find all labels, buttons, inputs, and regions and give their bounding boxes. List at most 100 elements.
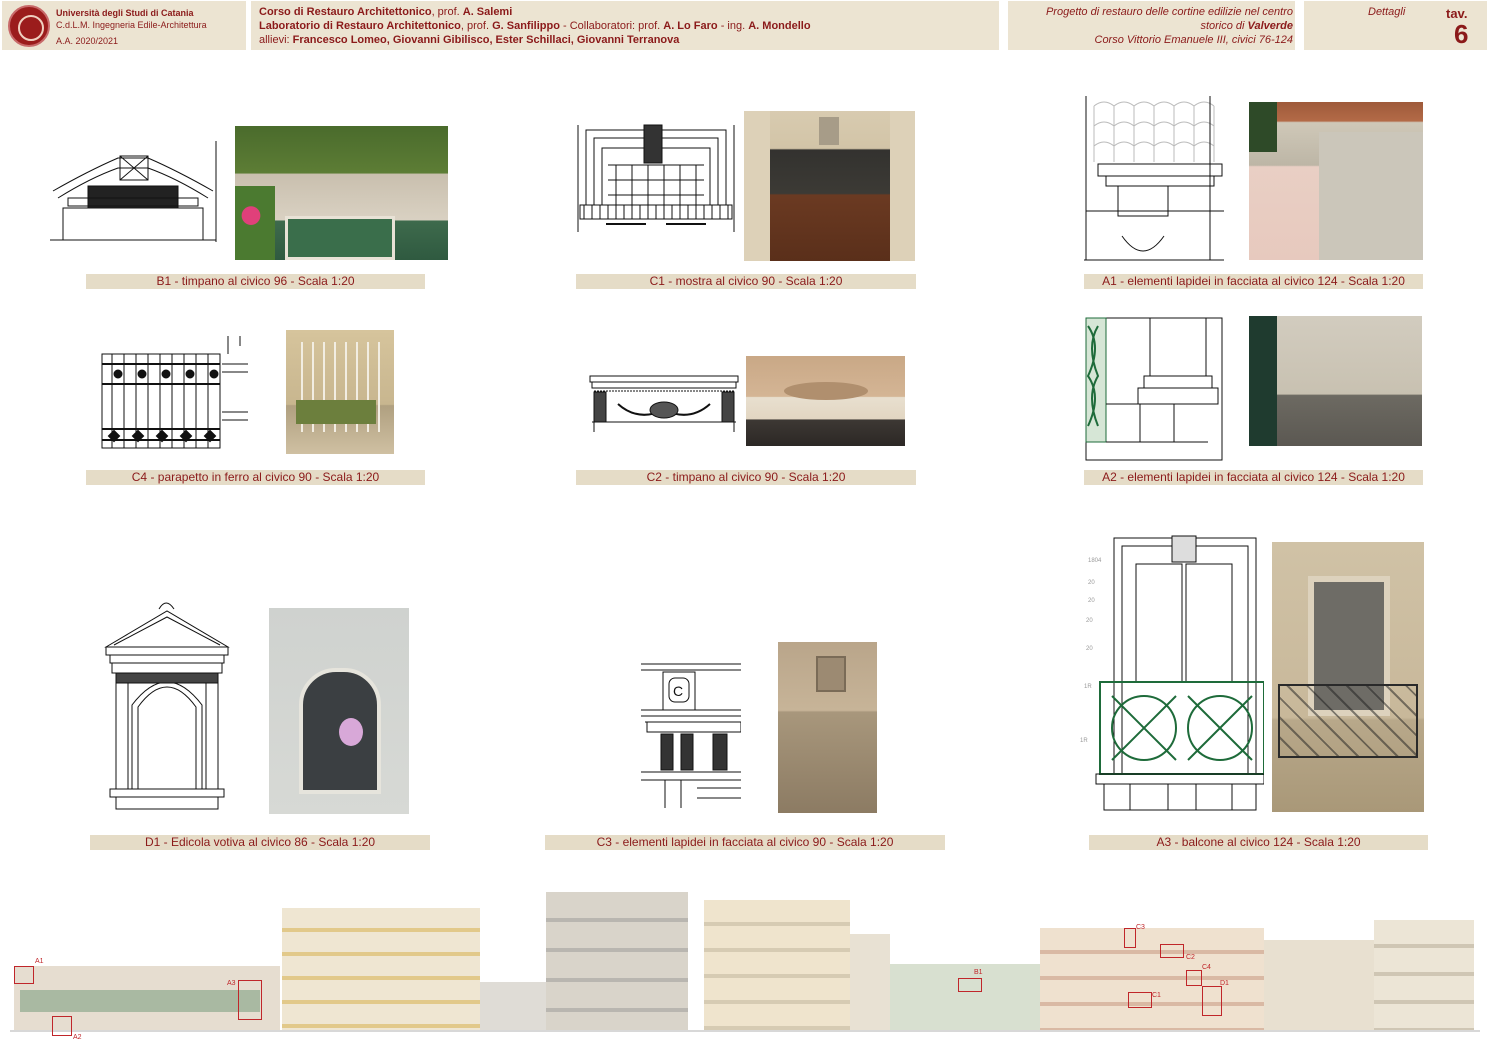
marker-a2 — [52, 1016, 72, 1036]
marker-c2 — [1160, 944, 1184, 958]
project-town: Valverde — [1247, 20, 1293, 32]
marker-label-a2: A2 — [73, 1034, 82, 1041]
collab-name-1: A. Lo Faro — [663, 20, 718, 32]
course-title: Corso di Restauro Architettonico — [259, 6, 432, 18]
degree-course: C.d.L.M. Ingegneria Edile-Architettura — [56, 20, 207, 30]
building-6 — [850, 934, 890, 1030]
d1-photo-flowers — [339, 718, 363, 746]
course-line: Corso di Restauro Architettonico, prof. … — [259, 6, 512, 18]
c1-photo — [744, 111, 915, 261]
a2-photo-railing — [1249, 316, 1277, 446]
c1-photo-frame-right — [890, 111, 915, 261]
b1-drawing — [48, 136, 218, 246]
c4-drawing — [100, 334, 250, 454]
project-line-3: Corso Vittorio Emanuele III, civici 76-1… — [1094, 34, 1294, 46]
b1-photo — [235, 126, 448, 260]
lab-prof-name: G. Sanfilippo — [492, 20, 560, 32]
marker-b1 — [958, 978, 982, 992]
a3-photo — [1272, 542, 1424, 812]
svg-text:20: 20 — [1088, 580, 1095, 586]
c2-photo-garland — [784, 382, 868, 400]
caption-b1: B1 - timpano al civico 96 - Scala 1:20 — [86, 274, 425, 289]
svg-text:20: 20 — [1086, 646, 1093, 652]
marker-a3 — [238, 980, 262, 1020]
header-sheet: Dettagli tav. 6 — [1304, 1, 1487, 50]
university-seal-logo — [8, 5, 50, 47]
building-3 — [480, 982, 546, 1030]
street-elevation: A1 A2 A3 B1 C3 C2 C4 C1 D1 — [0, 880, 1490, 1053]
marker-label-c4: C4 — [1202, 964, 1211, 971]
course-prof-label: , prof. — [431, 6, 463, 18]
collab-label: - Collaboratori: prof. — [559, 20, 664, 32]
university-name: Università degli Studi di Catania — [56, 8, 194, 18]
marker-c1 — [1128, 992, 1152, 1008]
caption-d1: D1 - Edicola votiva al civico 86 - Scala… — [90, 835, 430, 850]
students-line: allievi: Francesco Lomeo, Giovanni Gibil… — [259, 34, 679, 46]
c2-drawing — [588, 374, 740, 438]
marker-label-c1: C1 — [1152, 992, 1161, 999]
students-names: Francesco Lomeo, Giovanni Gibilisco, Est… — [292, 34, 680, 46]
a1-photo-pilaster — [1319, 132, 1423, 260]
section-label: Dettagli — [1368, 6, 1406, 18]
svg-text:C: C — [673, 683, 683, 699]
caption-a2: A2 - elementi lapidei in facciata al civ… — [1084, 470, 1423, 485]
building-7 — [890, 964, 1042, 1030]
marker-label-c2: C2 — [1186, 954, 1195, 961]
academic-year: A.A. 2020/2021 — [56, 36, 119, 46]
header-project: Progetto di restauro delle cortine edili… — [1008, 1, 1295, 50]
caption-c4: C4 - parapetto in ferro al civico 90 - S… — [86, 470, 425, 485]
building-8 — [1040, 928, 1264, 1030]
marker-label-c3: C3 — [1136, 924, 1145, 931]
a2-drawing — [1084, 316, 1224, 462]
marker-label-a1: A1 — [35, 958, 44, 965]
c4-photo-plants — [296, 400, 376, 424]
a1-drawing — [1084, 96, 1226, 262]
course-prof-name: A. Salemi — [462, 6, 513, 18]
svg-text:1804: 1804 — [1088, 558, 1102, 564]
building-1-vegetation — [20, 990, 260, 1012]
a3-drawing: 1804 20 20 20 20 1R 1R — [1072, 534, 1265, 814]
marker-a1 — [14, 966, 34, 984]
c3-photo-shield — [816, 656, 846, 692]
building-9 — [1264, 940, 1374, 1030]
caption-c3: C3 - elementi lapidei in facciata al civ… — [545, 835, 945, 850]
caption-c2: C2 - timpano al civico 90 - Scala 1:20 — [576, 470, 916, 485]
b1-photo-window — [285, 216, 395, 260]
project-line-2: storico di Valverde — [1200, 20, 1293, 32]
marker-d1 — [1202, 986, 1222, 1016]
tav-number: 6 — [1454, 19, 1469, 49]
svg-text:1R: 1R — [1084, 684, 1092, 690]
c1-photo-keystone — [819, 117, 839, 145]
a1-photo — [1249, 102, 1423, 260]
caption-a3: A3 - balcone al civico 124 - Scala 1:20 — [1089, 835, 1428, 850]
marker-c3 — [1124, 928, 1136, 948]
lab-prof-label: , prof. — [460, 20, 493, 32]
building-10 — [1374, 920, 1474, 1030]
d1-drawing — [104, 597, 230, 815]
c2-photo — [746, 356, 905, 446]
svg-text:20: 20 — [1088, 598, 1095, 604]
lab-line: Laboratorio di Restauro Architettonico, … — [259, 20, 811, 32]
project-town-prefix: storico di — [1200, 20, 1248, 32]
lab-title: Laboratorio di Restauro Architettonico — [259, 20, 461, 32]
c3-photo — [778, 642, 877, 813]
c3-drawing: C — [641, 662, 742, 808]
b1-photo-flowers — [235, 186, 275, 260]
header-institution: Università degli Studi di Catania C.d.L.… — [2, 1, 246, 50]
marker-label-a3: A3 — [227, 980, 236, 987]
tav-label: tav. — [1446, 6, 1468, 21]
building-4 — [546, 892, 688, 1030]
caption-a1: A1 - elementi lapidei in facciata al civ… — [1084, 274, 1423, 289]
collab-name-2: A. Mondello — [748, 20, 811, 32]
building-2 — [282, 908, 480, 1030]
svg-text:20: 20 — [1086, 618, 1093, 624]
ground-line — [10, 1030, 1480, 1032]
marker-label-d1: D1 — [1220, 980, 1229, 987]
svg-text:1R: 1R — [1080, 738, 1088, 744]
students-label: allievi: — [259, 34, 293, 46]
c1-drawing — [576, 120, 736, 236]
marker-c4 — [1186, 970, 1202, 986]
a1-photo-vegetation — [1249, 102, 1277, 152]
marker-label-b1: B1 — [974, 969, 983, 976]
a2-photo — [1249, 316, 1422, 446]
